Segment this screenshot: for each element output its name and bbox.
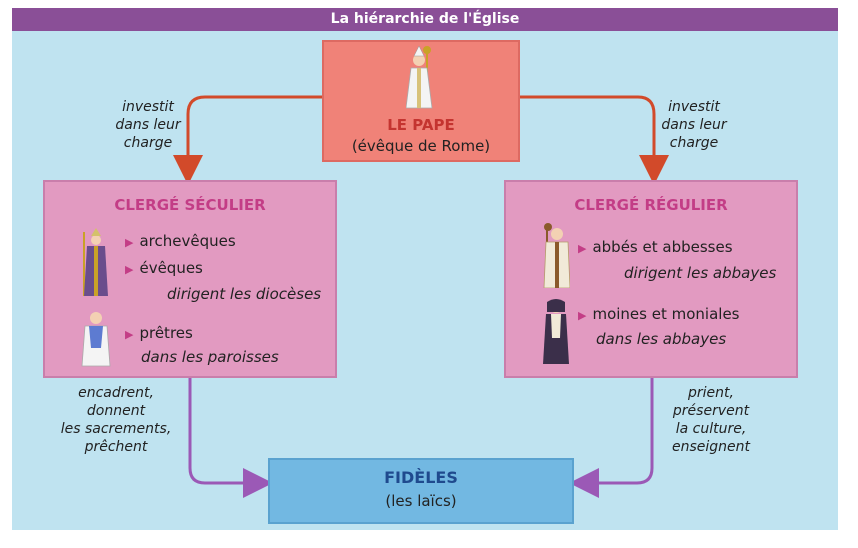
monk-figure-icon [543,299,569,364]
regular-clergy-box: CLERGÉ RÉGULIER ▶abbés et abbesses dirig… [504,180,798,378]
pope-subtitle: (évêque de Rome) [351,137,491,155]
secular-to-faithful-label: encadrent, donnent les sacrements, prêch… [60,385,172,455]
abbot-figure-icon [543,223,570,288]
bullet-icon: ▶ [578,309,587,322]
regular-to-faithful-label: prient, préservent la culture, enseignen… [671,385,751,455]
secular-clergy-box: CLERGÉ SÉCULIER ▶archevêques ▶évêques di… [43,180,337,378]
arrow-regular-to-faithful [569,378,654,498]
regular-title: CLERGÉ RÉGULIER [574,196,728,214]
faithful-title: FIDÈLES [384,468,458,487]
secular-item-bishops: ▶évêques [125,259,203,277]
archbishop-figure-icon [83,228,108,296]
regular-action: dirigent les abbayes [624,264,777,282]
secular-action: dirigent les diocèses [167,285,322,303]
bullet-icon: ▶ [125,328,134,341]
pope-title: LE PAPE [387,116,455,134]
secular-title: CLERGÉ SÉCULIER [114,196,266,214]
secular-item-priests: ▶prêtres [125,324,193,342]
bullet-icon: ▶ [578,242,587,255]
priest-figure-icon [81,312,111,367]
pope-box: LE PAPE (évêque de Rome) [322,40,520,162]
regular-item-monks: ▶moines et moniales [578,305,740,323]
right-edge-label: investit dans leur charge [661,99,727,151]
diagram-title: La hiérarchie de l'Église [12,8,838,31]
arrow-secular-to-faithful [188,378,273,498]
faithful-box: FIDÈLES (les laïcs) [268,458,574,524]
bullet-icon: ▶ [125,236,134,249]
left-edge-label: investit dans leur charge [115,99,181,151]
bullet-icon: ▶ [125,263,134,276]
secular-item-archbishops: ▶archevêques [125,232,236,250]
faithful-subtitle: (les laïcs) [385,492,457,510]
pope-figure-icon [406,46,433,109]
arrow-pope-to-regular [520,95,669,185]
regular-place: dans les abbayes [596,330,727,348]
regular-item-abbots: ▶abbés et abbesses [578,238,733,256]
secular-place: dans les paroisses [141,348,279,366]
arrow-pope-to-secular [173,95,322,185]
